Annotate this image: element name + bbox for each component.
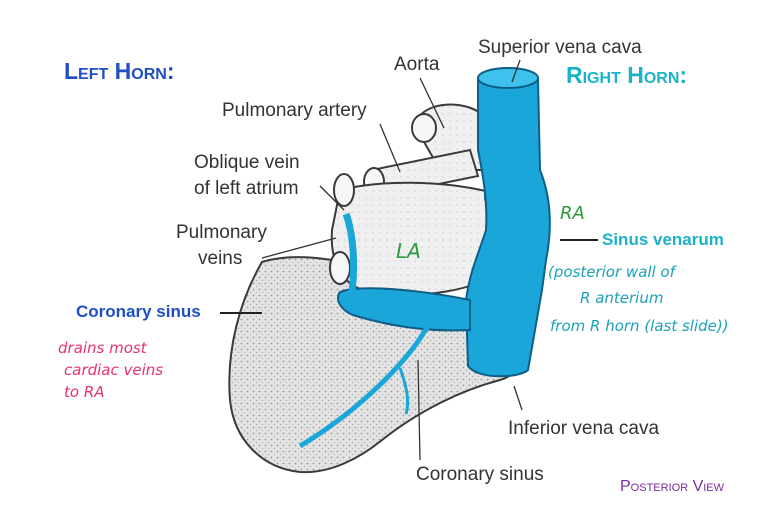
- pulmonary-vein-upper-left: [333, 173, 355, 207]
- leader-aorta: [419, 77, 445, 129]
- leader-coronary-sinus-bottom: [417, 359, 421, 461]
- label-coronary-sinus-left: Coronary sinus: [76, 302, 201, 321]
- annotation-drains-line3: to RA: [64, 383, 105, 401]
- annotation-posterior-wall-line3: from R horn (last slide)): [550, 317, 729, 335]
- label-superior-vena-cava: Superior vena cava: [478, 37, 642, 58]
- leader-svc: [511, 59, 521, 83]
- annotation-la: LA: [396, 239, 421, 263]
- coronary-sinus: [337, 287, 471, 332]
- pulmonary-vein-lower-left: [329, 251, 351, 285]
- label-oblique-vein-line1: Oblique vein: [194, 152, 300, 173]
- posterior-view-label: Posterior View: [620, 478, 725, 495]
- leader-pulmonary-veins: [261, 237, 337, 259]
- annotation-ra: RA: [560, 203, 585, 224]
- label-inferior-vena-cava: Inferior vena cava: [508, 418, 660, 439]
- aorta-branch: [411, 113, 437, 143]
- leader-oblique-vein: [319, 185, 345, 211]
- leader-ivc: [513, 385, 523, 411]
- cardiac-vein-branch: [398, 367, 410, 415]
- oblique-vein: [342, 212, 358, 293]
- label-pulmonary-veins-line1: Pulmonary: [176, 222, 267, 243]
- label-sinus-venarum: Sinus venarum: [602, 230, 724, 249]
- label-coronary-sinus-bottom: Coronary sinus: [416, 464, 544, 485]
- label-pulmonary-veins-line2: veins: [198, 248, 243, 269]
- svc-opening: [477, 67, 539, 89]
- annotation-drains-line1: drains most: [58, 339, 147, 357]
- left-horn-heading: Left Horn:: [64, 58, 175, 84]
- label-pulmonary-artery: Pulmonary artery: [222, 100, 367, 121]
- right-horn-heading: Right Horn:: [566, 62, 688, 88]
- annotation-posterior-wall-line2: R anterium: [580, 289, 664, 307]
- leader-pulmonary-artery: [379, 123, 401, 173]
- annotation-drains-line2: cardiac veins: [64, 361, 164, 379]
- label-aorta: Aorta: [394, 54, 440, 75]
- cardiac-vein: [298, 320, 433, 449]
- annotation-posterior-wall-line1: (posterior wall of: [548, 263, 675, 281]
- label-oblique-vein-line2: of left atrium: [194, 178, 299, 199]
